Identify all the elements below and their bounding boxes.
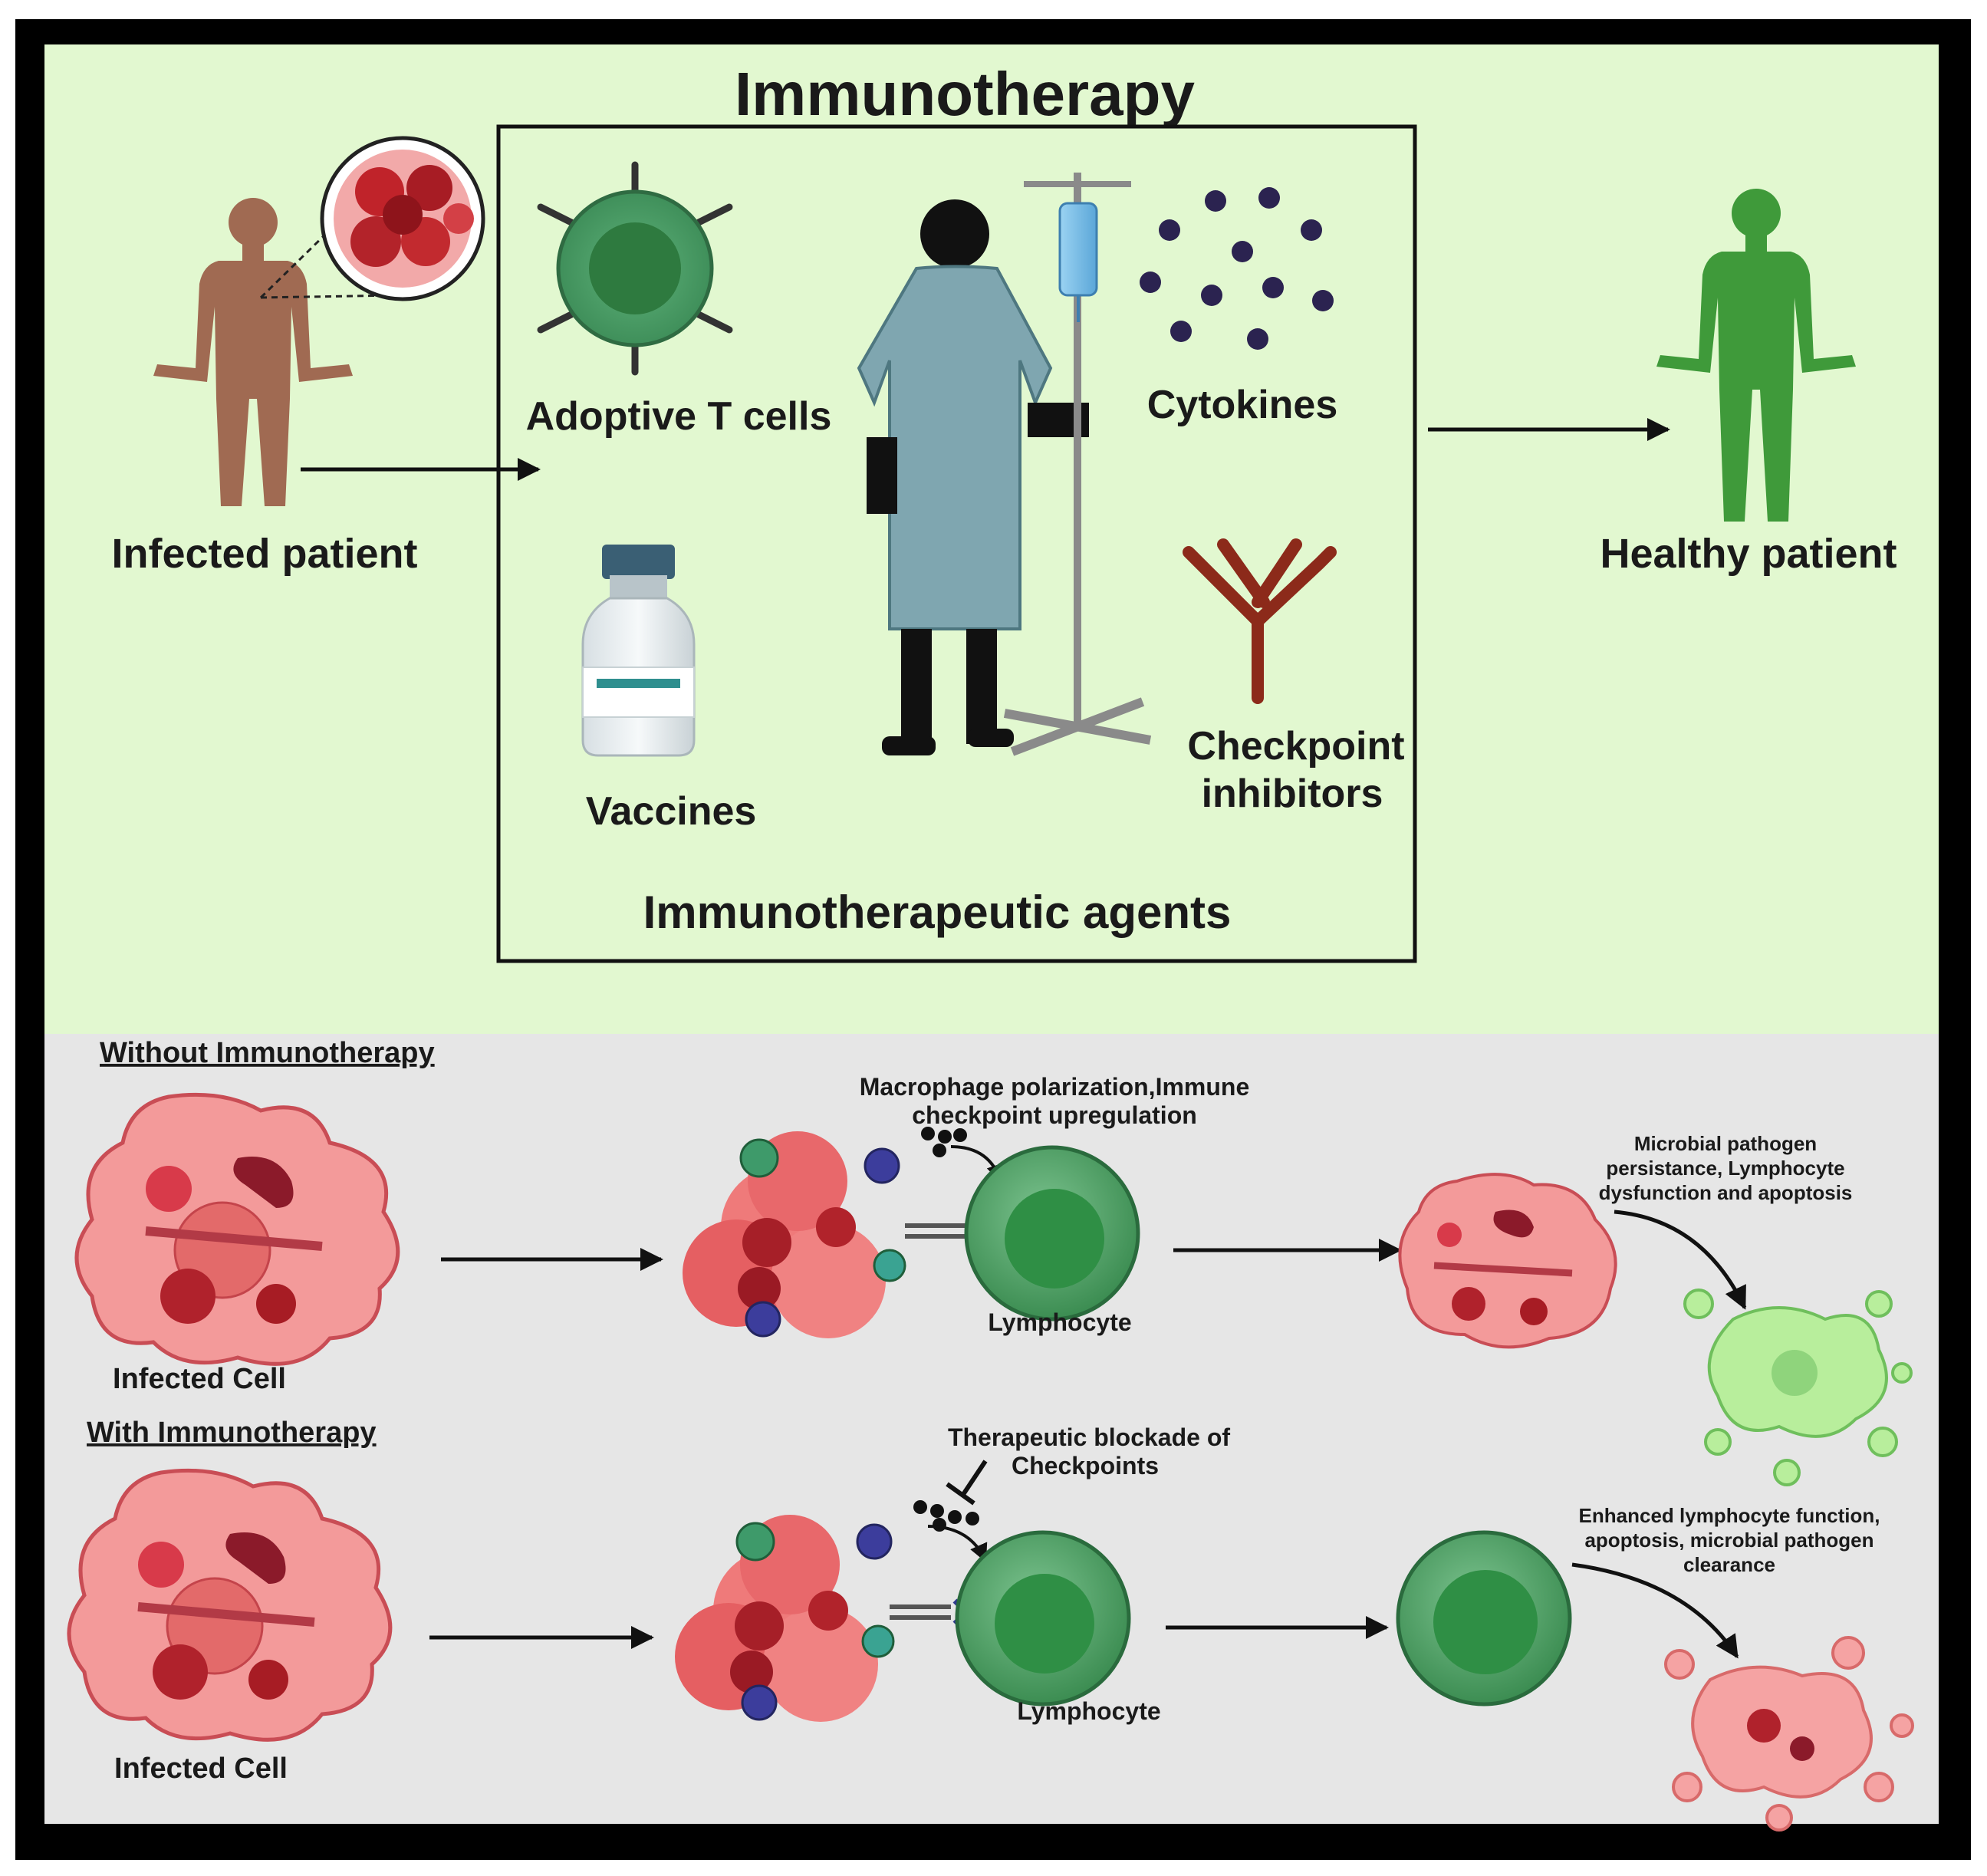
tumor-cluster-icon	[683, 1131, 906, 1338]
patient-iv-icon	[857, 173, 1152, 756]
lymphocyte-icon-2	[955, 1530, 1131, 1707]
with-annotation-line2: Checkpoints	[1012, 1452, 1159, 1479]
cytokine-dots-icon-2	[913, 1500, 979, 1532]
adoptive-t-cell-icon	[537, 161, 733, 376]
without-annotation-line2: checkpoint upregulation	[912, 1101, 1197, 1129]
checkpoint-antibody-icon	[1183, 538, 1337, 704]
infected-cell-label: Infected Cell	[113, 1363, 286, 1395]
with-outcome-line3: clearance	[1683, 1553, 1775, 1576]
signal-arrow-with	[927, 1525, 988, 1563]
cytokine-dots-icon	[921, 1127, 967, 1157]
with-outcome-line2: apoptosis, microbial pathogen	[1584, 1529, 1874, 1552]
figure-title: Immunotherapy	[735, 60, 1196, 128]
lymphocyte-icon	[964, 1145, 1140, 1321]
blockade-icon	[946, 1460, 988, 1506]
arrow-without-3	[1614, 1210, 1747, 1310]
arrow-with-3	[1571, 1562, 1739, 1659]
cytokines-label: Cytokines	[1147, 383, 1338, 427]
tumor-cluster-icon-2	[675, 1515, 895, 1722]
infected-cell-label-2: Infected Cell	[114, 1753, 288, 1785]
infected-patient-label: Infected patient	[111, 531, 417, 577]
without-outcome-line1: Microbial pathogen	[1634, 1132, 1817, 1155]
tumor-magnifier-icon	[259, 136, 485, 301]
without-outcome-line3: dysfunction and apoptosis	[1599, 1181, 1853, 1204]
apoptotic-lymphocyte-icon	[1683, 1289, 1913, 1486]
healthy-patient-icon	[1656, 189, 1856, 522]
without-outcome-line2: persistance, Lymphocyte	[1606, 1157, 1844, 1180]
lymphocyte-label-2: Lymphocyte	[1017, 1697, 1160, 1725]
infected-cell-icon-2	[67, 1468, 393, 1742]
cytokines-icon	[1140, 187, 1334, 350]
infected-cell-small-icon	[1398, 1173, 1617, 1349]
with-heading: With Immunotherapy	[87, 1417, 377, 1449]
apoptotic-infected-cell-icon	[1664, 1636, 1914, 1832]
checkpoint-label-line2: inhibitors	[1202, 772, 1383, 816]
agents-box-title: Immunotherapeutic agents	[643, 887, 1232, 938]
healthy-patient-label: Healthy patient	[1600, 531, 1897, 577]
agents-box	[496, 124, 1417, 963]
activated-lymphocyte-icon	[1396, 1530, 1572, 1707]
without-annotation-line1: Macrophage polarization,Immune	[860, 1073, 1250, 1101]
infected-patient-icon	[153, 198, 353, 506]
without-heading: Without Immunotherapy	[100, 1037, 435, 1069]
checkpoint-label-line1: Checkpoint	[1187, 724, 1404, 769]
with-outcome-line1: Enhanced lymphocyte function,	[1579, 1504, 1880, 1527]
with-annotation-line1: Therapeutic blockade of	[948, 1423, 1230, 1451]
infected-cell-icon	[74, 1092, 400, 1366]
vaccine-vial-icon	[581, 545, 696, 757]
lymphocyte-label: Lymphocyte	[988, 1308, 1131, 1336]
adoptive-t-cells-label: Adoptive T cells	[526, 394, 832, 439]
vaccines-label: Vaccines	[586, 789, 757, 834]
